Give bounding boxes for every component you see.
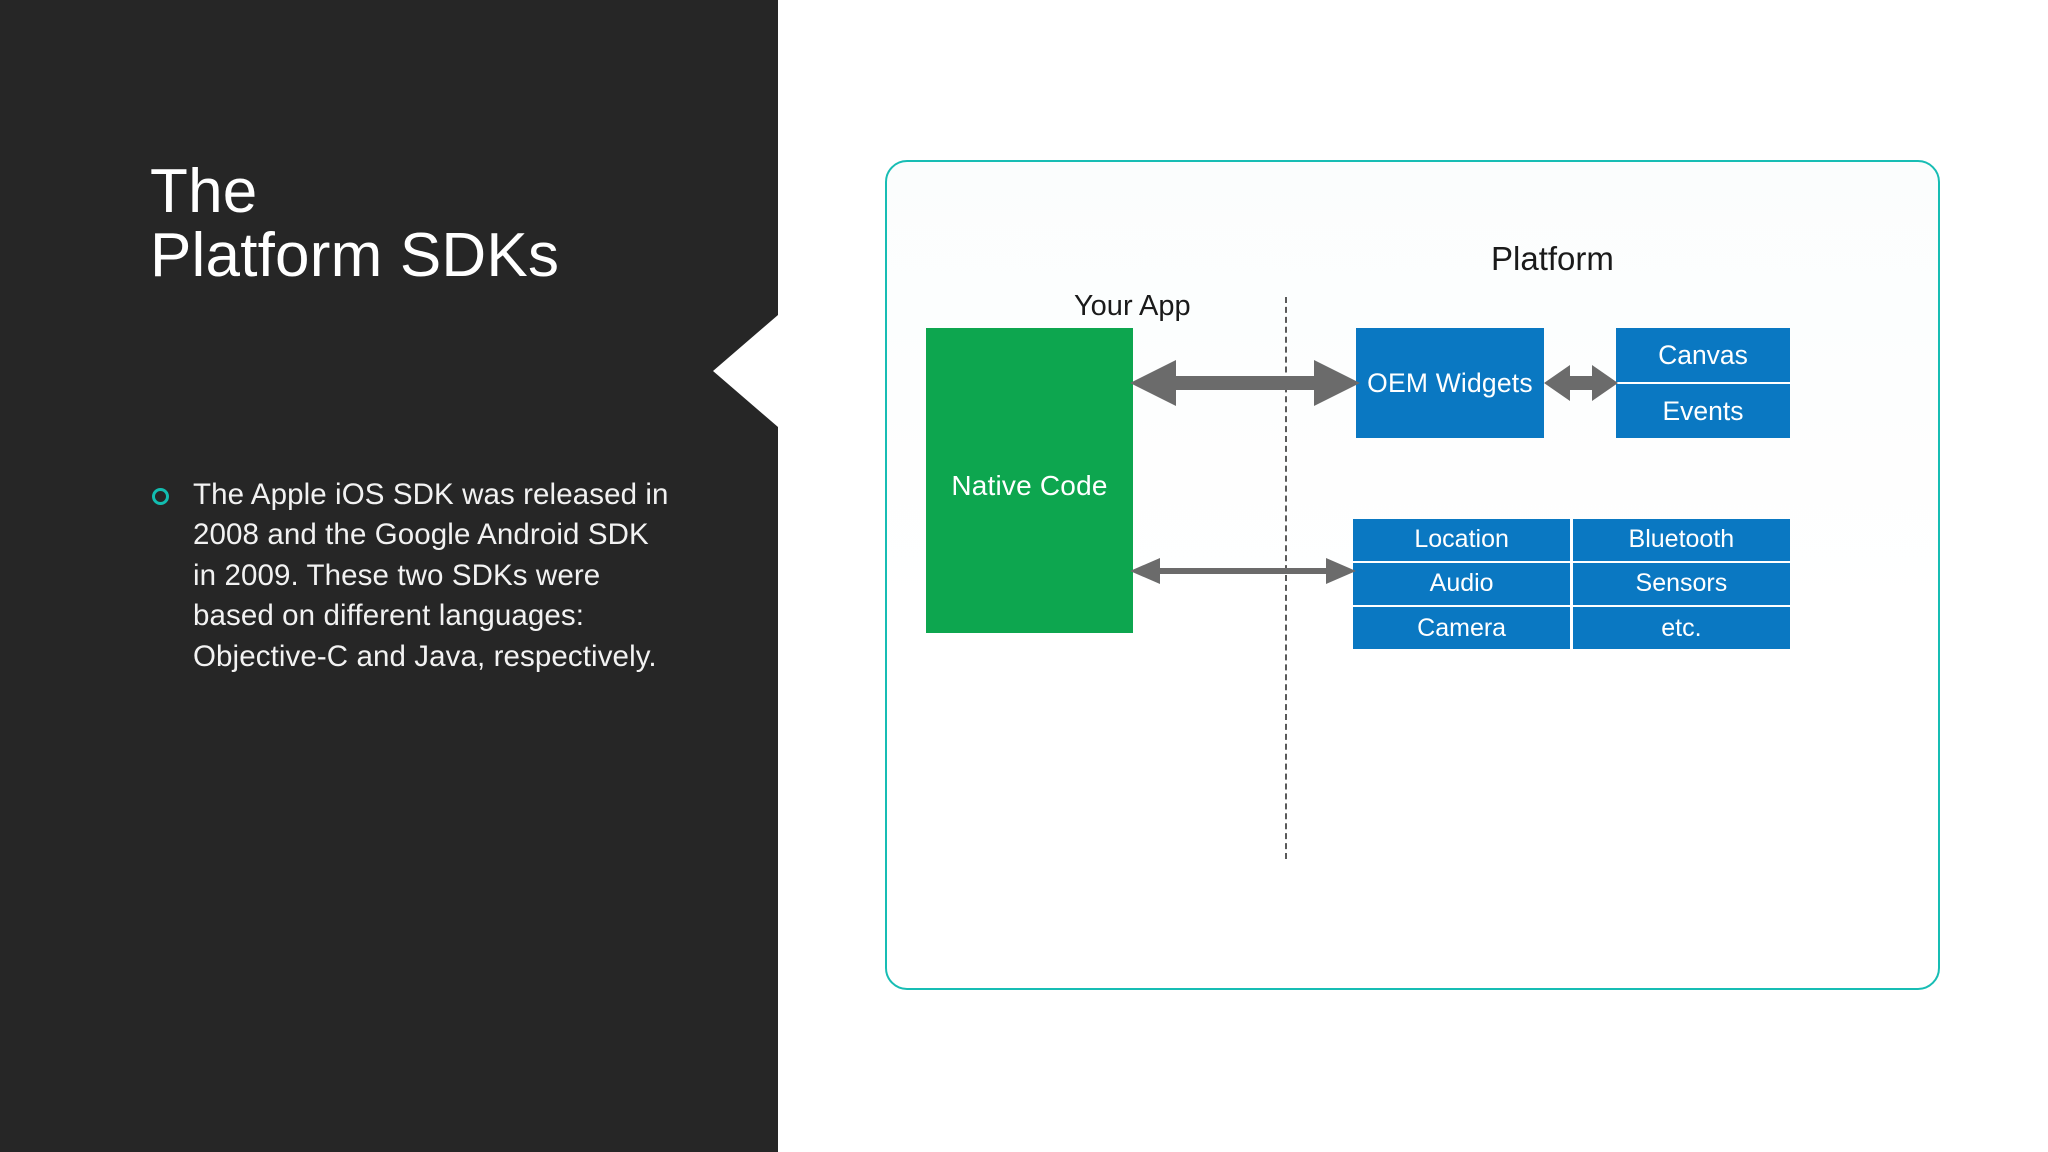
capability-cell: Sensors — [1572, 563, 1790, 605]
canvas-events-stack: Canvas Events — [1616, 328, 1790, 438]
capability-cell: etc. — [1572, 607, 1790, 649]
vertical-dashed-line-icon — [1285, 297, 1287, 859]
diagram-canvas: Your App Platform Native Code OEM Widget… — [887, 162, 1938, 988]
arrow-app-to-capabilities-icon — [1130, 558, 1356, 584]
native-code-label: Native Code — [951, 470, 1108, 501]
hollow-circle-bullet-icon — [152, 488, 169, 505]
title-line-2: Platform SDKs — [150, 221, 560, 291]
left-dark-panel — [0, 0, 778, 1152]
capabilities-grid: Location Bluetooth Audio Sensors Camera … — [1353, 519, 1790, 649]
capability-cell: Location — [1353, 519, 1571, 561]
events-box: Events — [1616, 382, 1790, 438]
bullet-list-item: The Apple iOS SDK was released in 2008 a… — [152, 475, 672, 677]
oem-widgets-box: OEM Widgets — [1356, 328, 1544, 438]
title-line-1: The — [150, 157, 258, 226]
page-title: The Platform SDKs — [150, 157, 750, 291]
bullet-item-text: The Apple iOS SDK was released in 2008 a… — [193, 478, 669, 673]
capability-cell: Bluetooth — [1572, 519, 1790, 561]
capability-cell: Audio — [1353, 563, 1571, 605]
arrow-oem-widgets-to-canvas-events-icon — [1544, 365, 1618, 401]
platform-label: Platform — [1491, 240, 1614, 277]
arrow-app-to-oem-widgets-icon — [1130, 360, 1360, 406]
oem-widgets-label: OEM Widgets — [1367, 367, 1533, 398]
canvas-box: Canvas — [1616, 328, 1790, 382]
architecture-diagram-card: Your App Platform Native Code OEM Widget… — [885, 160, 1940, 990]
your-app-label: Your App — [1074, 290, 1191, 322]
native-code-box: Native Code — [926, 328, 1133, 633]
capability-cell: Camera — [1353, 607, 1571, 649]
